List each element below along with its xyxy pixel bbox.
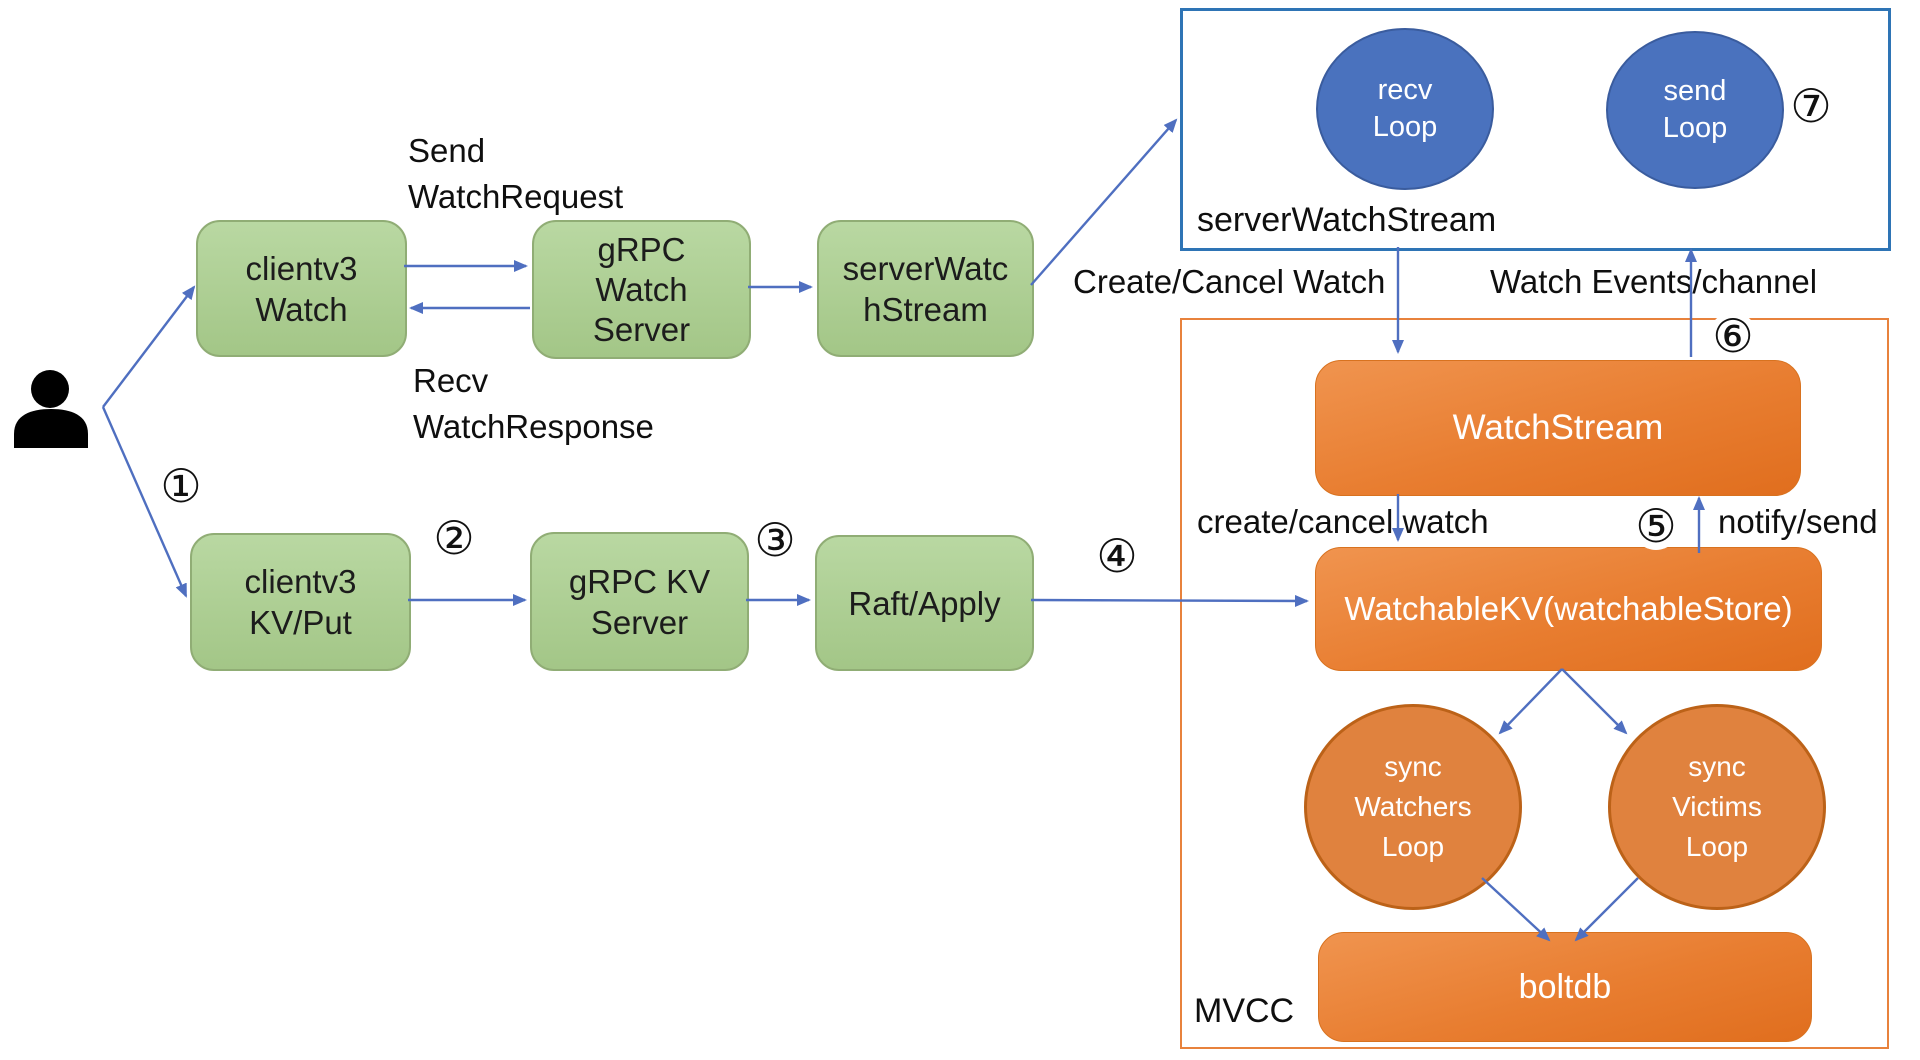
label-notify-send: notify/send [1718,503,1878,540]
step-number-4: ④ [1093,529,1141,583]
node-boltdb: boltdb [1318,932,1812,1042]
step-number-3: ③ [751,513,799,567]
node-clientv3-kv-put: clientv3 KV/Put [190,533,411,671]
server-watch-stream-group-label: serverWatchStream [1197,201,1497,239]
arrow-serverwatchstream-to-group [1030,118,1178,286]
node-clientv3-watch: clientv3 Watch [196,220,407,357]
user-icon [14,370,88,448]
label-recv-watchresponse: Recv WatchResponse [413,362,654,445]
label-send-watchrequest: Send WatchRequest [408,132,624,215]
step-number-6: ⑥ [1709,309,1757,363]
label-create-cancel-watch-lower: create/cancel watch [1197,503,1489,540]
node-raft-apply: Raft/Apply [815,535,1034,671]
node-server-watch-stream: serverWatc hStream [817,220,1034,357]
arrow-user-to-clientv3-watch [102,285,196,408]
label-create-cancel-watch-upper: Create/Cancel Watch [1073,263,1386,300]
node-grpc-kv-server: gRPC KV Server [530,532,749,671]
node-watchable-kv: WatchableKV(watchableStore) [1315,547,1822,671]
mvcc-group-label: MVCC [1194,992,1295,1030]
step-number-5: ⑤ [1632,499,1680,553]
node-watch-stream: WatchStream [1315,360,1801,496]
step-number-2: ② [430,511,478,565]
step-number-7: ⑦ [1787,79,1835,133]
server-watch-stream-group: recv Loop send Loop serverWatchStream [1180,8,1891,251]
node-send-loop: send Loop [1606,31,1784,189]
mvcc-group: WatchStream WatchableKV(watchableStore) … [1180,318,1889,1049]
node-sync-victims-loop: sync Victims Loop [1608,704,1826,910]
node-sync-watchers-loop: sync Watchers Loop [1304,704,1522,910]
node-recv-loop: recv Loop [1316,28,1494,190]
step-number-1: ① [157,459,205,513]
label-watch-events-channel: Watch Events/channel [1490,263,1818,300]
node-grpc-watch-server: gRPC Watch Server [532,220,751,359]
